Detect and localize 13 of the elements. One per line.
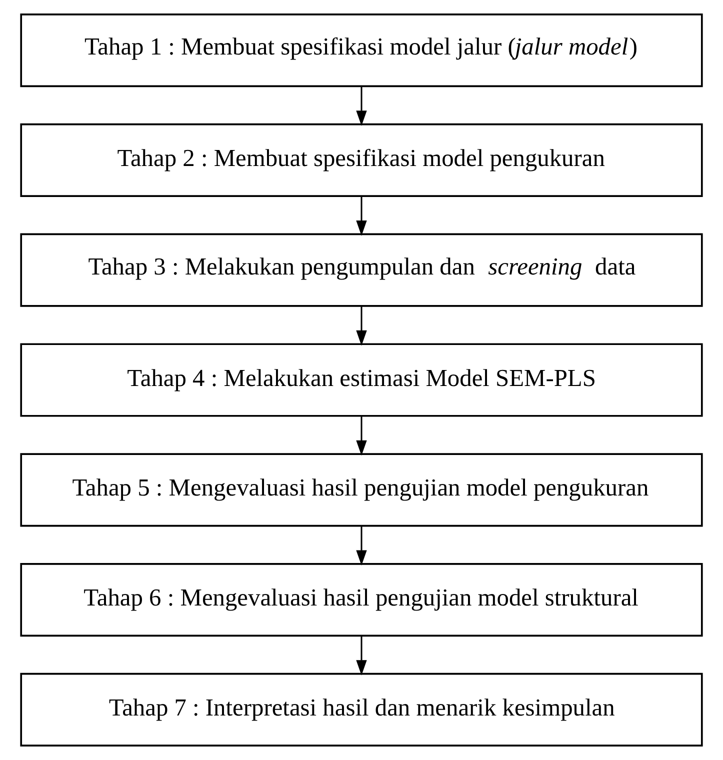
arrow (356, 416, 367, 456)
node-box: Tahap 2 : Membuat spesifikasi model pengukuran (20, 123, 703, 197)
node-box: Tahap 3 : Melakukan pengumpulan dan screening data (20, 233, 703, 307)
arrow (356, 306, 367, 346)
arrow (356, 636, 367, 676)
node-box: Tahap 4 : Melakukan estimasi Model SEM-PLS (20, 343, 703, 417)
node-box: Tahap 6 : Mengevaluasi hasil pengujian model struktural (20, 563, 703, 637)
node-box: Tahap 5 : Mengevaluasi hasil pengujian model pengukuran (20, 453, 703, 527)
node-box: Tahap 7 : Interpretasi hasil dan menarik kesimpulan (20, 672, 703, 746)
arrow (356, 196, 367, 236)
arrow (356, 526, 367, 566)
arrow (356, 86, 367, 126)
node-box: Tahap 1 : Membuat spesifikasi model jalur (jalur model) (20, 14, 703, 88)
